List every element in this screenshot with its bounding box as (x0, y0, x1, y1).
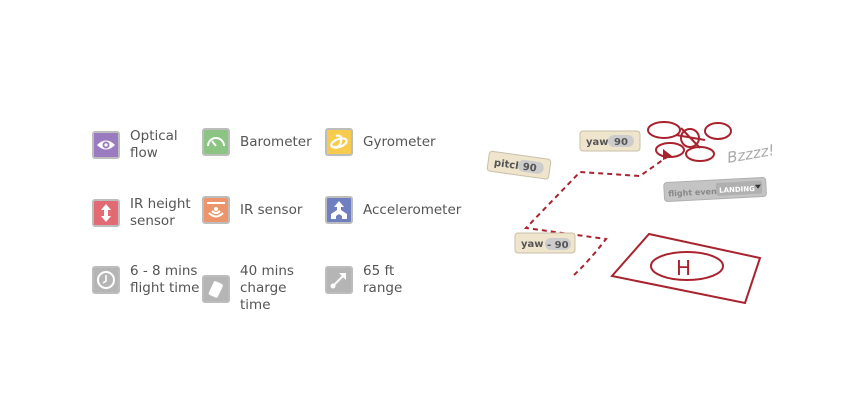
dropdown-caret-icon (754, 184, 761, 189)
feature-accelerometer: Accelerometer (325, 196, 473, 224)
feature-ir-sensor: IR sensor (202, 196, 322, 224)
gyro-icon (325, 128, 353, 156)
block-label: flight event (668, 187, 721, 199)
ir-wave-icon (202, 196, 230, 224)
feature-label: Accelerometer (363, 201, 462, 218)
flight-path (523, 156, 668, 276)
feature-label: flight time (130, 280, 200, 296)
feature-barometer: Barometer (202, 128, 322, 156)
feature-label: Barometer (240, 133, 312, 150)
feature-gyrometer: Gyrometer (325, 128, 473, 156)
path-arrowhead-icon (663, 149, 672, 160)
feature-label: range (363, 280, 403, 296)
feature-label: Optical (130, 128, 178, 144)
sound-text: Bzzzz! (726, 141, 776, 167)
block-value: - 90 (547, 240, 569, 251)
range-arrow-icon (325, 266, 353, 294)
feature-label: IR sensor (240, 201, 303, 218)
helipad-letter: H (676, 256, 691, 280)
feature-label: 65 ft (363, 263, 395, 279)
clock-icon (92, 266, 120, 294)
block-label: yaw (521, 239, 544, 250)
accelerometer-icon (325, 196, 353, 224)
code-block-yaw[interactable]: yaw 90 (579, 130, 641, 152)
helipad (610, 232, 762, 305)
battery-icon (202, 274, 230, 303)
up-down-arrow-icon (92, 199, 120, 227)
feature-label: charge time (240, 280, 287, 313)
code-block-pitch[interactable]: pitch 90 (486, 150, 552, 180)
feature-label: IR height (130, 196, 191, 212)
feature-label: flow (130, 145, 158, 161)
dropdown-value: LANDING (719, 185, 755, 195)
block-label: pitch (493, 158, 523, 173)
feature-label: Gyrometer (363, 133, 436, 150)
feature-label: sensor (130, 213, 175, 229)
feature-label: 40 mins (240, 263, 294, 279)
drone-icon (647, 121, 732, 162)
code-block-flight-event[interactable]: flight event LANDING (663, 176, 767, 203)
gauge-icon (202, 128, 230, 156)
feature-label: 6 - 8 mins (130, 263, 198, 279)
block-value: 90 (614, 137, 628, 148)
code-block-yaw-negative[interactable]: yaw - 90 (514, 232, 576, 254)
eye-icon (92, 131, 120, 159)
block-value: 90 (522, 162, 537, 175)
block-label: yaw (586, 137, 609, 148)
